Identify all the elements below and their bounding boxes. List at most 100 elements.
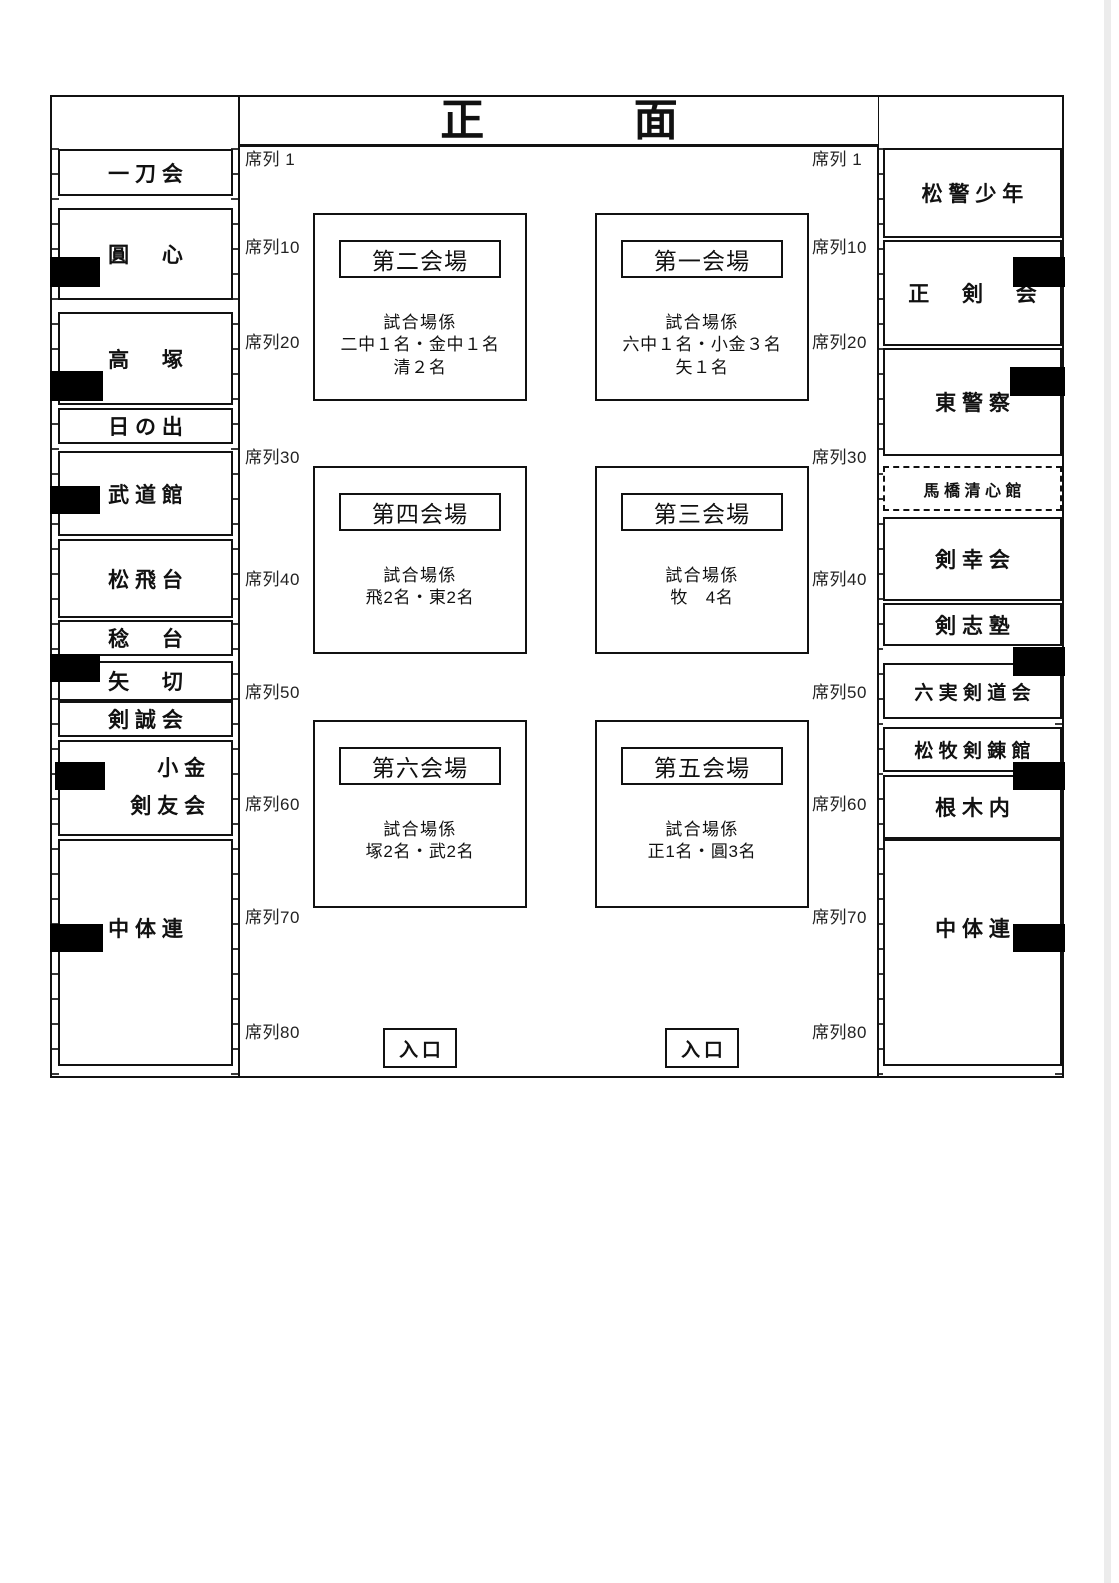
court-1-staff-line2: 矢１名	[675, 358, 729, 377]
right-seat-matsukei-shonen: 松警少年	[883, 148, 1062, 238]
seat-label: 根木内	[935, 797, 1016, 820]
redaction-bar	[50, 486, 100, 514]
row-label-right-40: 席列40	[812, 570, 867, 589]
right-seat-kenshijuku: 剣志塾	[883, 603, 1062, 646]
court-2-name-plate: 第二会場	[339, 240, 501, 278]
court-box-3: 第三会場 試合場係 牧 4名	[595, 466, 809, 654]
seat-label: 日の出	[108, 416, 189, 439]
seat-label: 六実剣道会	[914, 682, 1036, 704]
seat-label-line1: 小金	[157, 757, 211, 780]
seat-label: 剣幸会	[935, 549, 1016, 572]
court-2-dept: 試合場係	[383, 313, 457, 332]
seat-label: 中体連	[108, 918, 189, 941]
redaction-bar	[1013, 647, 1065, 676]
court-1-name-plate: 第一会場	[621, 240, 783, 278]
court-box-4: 第四会場 試合場係 飛2名・東2名	[313, 466, 527, 654]
seat-label: 武道館	[108, 483, 189, 507]
row-label-right-50: 席列50	[812, 683, 867, 702]
court-3-staff-line1: 牧 4名	[670, 588, 734, 607]
seat-label: 圓 心	[108, 244, 189, 267]
court-box-1: 第一会場 試合場係 六中１名・小金３名 矢１名	[595, 213, 809, 401]
court-6-staff-line1: 塚2名・武2名	[365, 842, 475, 861]
seat-label: 正 剣 会	[908, 283, 1043, 306]
entrance-left-label: 入口	[399, 1039, 445, 1061]
seat-label: 剣志塾	[935, 614, 1016, 638]
right-seat-seikenkai: 正 剣 会	[883, 240, 1062, 346]
court-5-name-plate: 第五会場	[621, 747, 783, 785]
redaction-bar	[50, 257, 100, 287]
redaction-bar	[1013, 924, 1065, 952]
court-1-dept: 試合場係	[665, 313, 739, 332]
court-4-name: 第四会場	[371, 501, 469, 527]
row-label-left-80: 席列80	[245, 1023, 300, 1042]
seat-label-line2: 剣友会	[130, 795, 211, 818]
row-label-left-60: 席列60	[245, 795, 300, 814]
redaction-bar	[50, 924, 103, 952]
row-label-left-30: 席列30	[245, 448, 300, 467]
seat-label: 東警察	[935, 392, 1016, 415]
right-seat-higashi-keisatsu: 東警察	[883, 348, 1062, 456]
left-seat-matsuhidai: 松飛台	[58, 539, 233, 618]
redaction-bar	[55, 762, 105, 790]
entrance-left: 入口	[383, 1028, 457, 1068]
row-label-left-20: 席列20	[245, 333, 300, 352]
row-label-left-50: 席列50	[245, 683, 300, 702]
seat-label: 高 塚	[108, 348, 189, 372]
front-stage-title: 正面	[440, 95, 828, 145]
left-seat-minoridai: 稔 台	[58, 620, 233, 656]
left-seat-kenseikai: 剣誠会	[58, 701, 233, 737]
row-label-left-70: 席列70	[245, 908, 300, 927]
court-2-staff-line2: 清２名	[393, 358, 447, 377]
row-label-right-80: 席列80	[812, 1023, 867, 1042]
court-box-2: 第二会場 試合場係 二中１名・金中１名 清２名	[313, 213, 527, 401]
right-seat-mabashi-seishinkan: 馬橋清心館	[883, 466, 1062, 511]
redaction-bar	[50, 654, 100, 682]
court-3-dept: 試合場係	[665, 566, 739, 585]
seat-label: 松警少年	[921, 183, 1030, 206]
left-column-divider	[238, 95, 240, 1078]
seat-label: 中体連	[935, 918, 1016, 941]
row-label-left-10: 席列10	[245, 238, 300, 257]
seat-ticks-left-inner	[231, 148, 238, 1075]
court-3-name-plate: 第三会場	[621, 493, 783, 531]
seat-ticks-right-inner	[879, 148, 883, 1075]
redaction-bar	[1013, 762, 1065, 790]
seat-label: 稔 台	[108, 628, 189, 651]
venue-outline	[50, 95, 1064, 1078]
court-2-staff-line1: 二中１名・金中１名	[340, 335, 500, 354]
court-box-5: 第五会場 試合場係 正1名・圓3名	[595, 720, 809, 908]
right-seat-chutairen: 中体連	[883, 839, 1062, 1066]
redaction-bar	[1013, 257, 1065, 287]
left-seat-takatsuka: 高 塚	[58, 312, 233, 405]
row-label-right-10: 席列10	[812, 238, 867, 257]
seat-label: 矢 切	[108, 671, 189, 694]
court-4-staff-line1: 飛2名・東2名	[365, 588, 475, 607]
row-label-left-1: 席列 1	[245, 150, 296, 169]
court-6-name: 第六会場	[371, 755, 469, 781]
redaction-bar	[50, 371, 103, 401]
court-6-name-plate: 第六会場	[339, 747, 501, 785]
court-4-dept: 試合場係	[383, 566, 457, 585]
seat-label: 松飛台	[108, 568, 189, 592]
left-seat-chutairen: 中体連	[58, 839, 233, 1066]
seat-label: 剣誠会	[108, 709, 189, 732]
court-4-name-plate: 第四会場	[339, 493, 501, 531]
court-1-staff-line1: 六中１名・小金３名	[622, 335, 782, 354]
entrance-right: 入口	[665, 1028, 739, 1068]
court-box-6: 第六会場 試合場係 塚2名・武2名	[313, 720, 527, 908]
redaction-bar	[1010, 367, 1065, 396]
right-seat-negiuchi: 根木内	[883, 775, 1062, 839]
row-label-right-60: 席列60	[812, 795, 867, 814]
court-2-name: 第二会場	[371, 248, 469, 274]
court-5-name: 第五会場	[653, 755, 751, 781]
row-label-left-40: 席列40	[245, 570, 300, 589]
left-seat-hinode: 日の出	[58, 408, 233, 444]
court-6-dept: 試合場係	[383, 820, 457, 839]
row-label-right-20: 席列20	[812, 333, 867, 352]
entrance-right-label: 入口	[681, 1039, 727, 1061]
seat-ticks-left-outer	[52, 148, 59, 1075]
court-5-staff-line1: 正1名・圓3名	[647, 842, 757, 861]
row-label-right-30: 席列30	[812, 448, 867, 467]
front-stage-header: 正面	[240, 97, 878, 147]
